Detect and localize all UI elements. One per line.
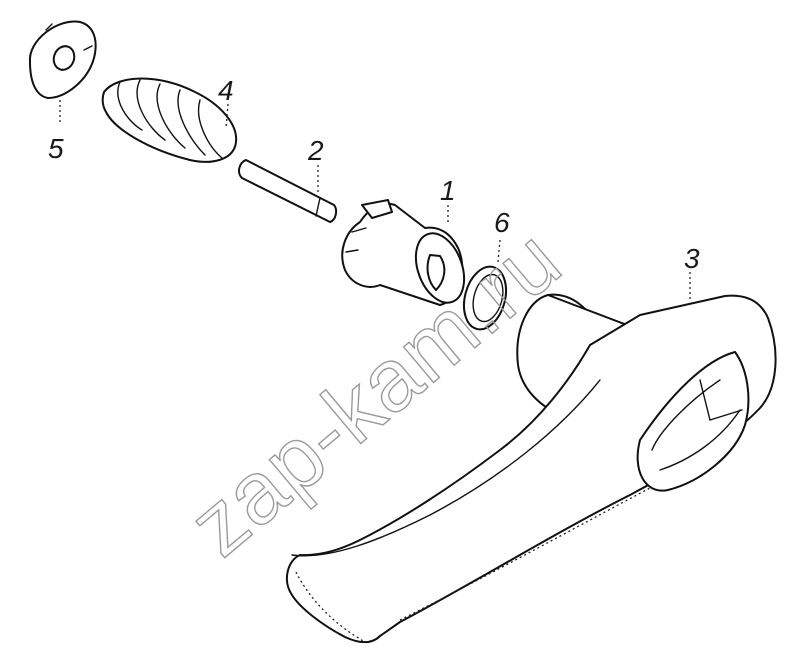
callout-3: 3	[684, 243, 700, 274]
callout-5: 5	[48, 133, 64, 164]
part-5-washer	[28, 20, 97, 125]
callout-1: 1	[440, 175, 456, 206]
part-6-ring	[462, 239, 508, 331]
part-1-lock-cylinder	[341, 199, 466, 306]
part-3-handle	[285, 272, 777, 644]
part-2-pin	[238, 159, 338, 223]
callout-2: 2	[307, 135, 324, 166]
part-4-spring	[101, 77, 238, 163]
callout-6: 6	[494, 207, 510, 238]
callout-4: 4	[218, 75, 234, 106]
